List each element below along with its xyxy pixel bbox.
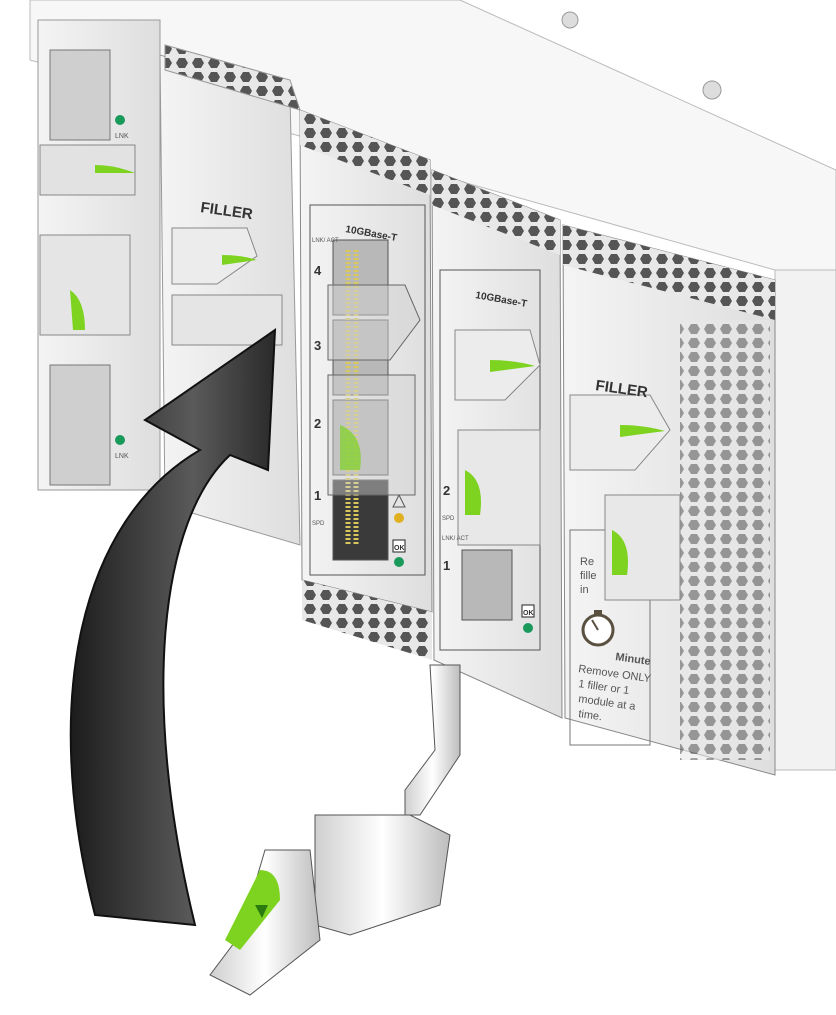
label-text-fragment: in [580,584,589,596]
warning-triangle-icon [392,493,406,508]
port-number: 3 [314,338,321,353]
port-number: 4 [314,263,322,278]
stopwatch-icon [581,610,615,647]
ethernet-port-icon [461,549,513,621]
label-text-fragment: Re [580,556,594,568]
filler-module-2 [562,224,776,776]
left-module [37,19,161,491]
spd-label: SPD [442,516,455,522]
network-module-2 [431,169,563,719]
port-number: 2 [314,416,321,431]
lnk-act-label: LNK/ ACT [442,536,469,542]
lnk-label: LNK [115,453,129,460]
ejector-latch-icon [209,664,461,996]
spd-label: SPD [312,521,325,527]
network-module-1 [299,109,433,660]
warning-text: time. [578,708,603,723]
status-led [394,513,404,523]
port-number: 1 [443,558,450,573]
ok-label: OK [394,545,405,552]
lnk-act-label: LNK/ ACT [312,238,339,244]
lnk-label: LNK [115,133,129,140]
port-number: 1 [314,488,321,503]
status-led [394,557,404,567]
timer-label: Minute [615,651,652,668]
ok-label: OK [523,610,534,617]
label-text-fragment: fille [580,570,597,582]
screw-icon [561,11,579,29]
screw-icon [702,80,722,100]
curved-arrow-icon [69,328,277,927]
port-number: 2 [443,483,450,498]
